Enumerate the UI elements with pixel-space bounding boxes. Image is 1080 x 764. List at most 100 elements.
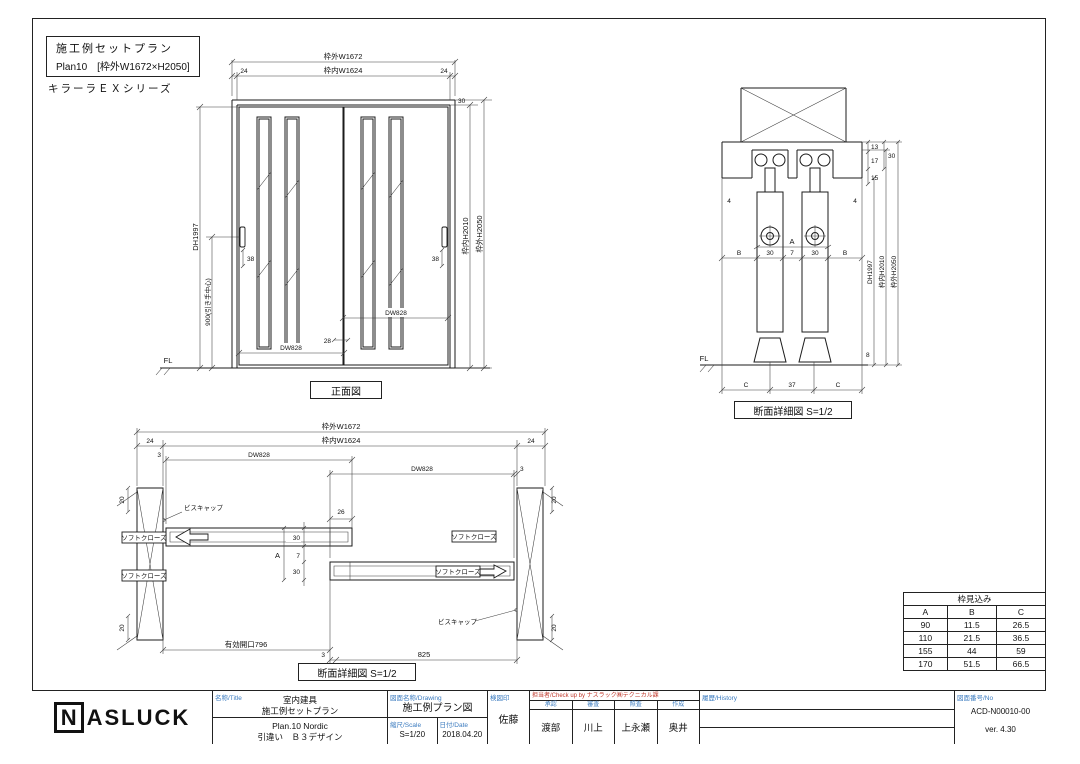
date-label: 日付/Date xyxy=(439,722,469,729)
screw-cap-label: ビスキャップ xyxy=(438,617,478,626)
dim-label: 24 xyxy=(440,68,448,75)
history-divider xyxy=(700,709,954,710)
staff-name: 奥井 xyxy=(668,723,688,734)
plan-title: 施工例セットプラン xyxy=(56,43,173,55)
scale-value: S=1/20 xyxy=(399,730,426,739)
staff-cell: 担当者/Check up by ナスラック㈱テクニカル課 承認 渡部 審査 川上… xyxy=(529,691,699,744)
staff-role-label: 承認 xyxy=(530,701,572,710)
plan-section-dimensions: 枠外W1672 24 枠内W1624 24 3 DW828 DW828 3 26… xyxy=(119,421,558,659)
dim-label: 8 xyxy=(866,352,870,359)
frame-depth-table: 枠見込み A B C 90 11.5 26.5 110 21.5 36.5 15… xyxy=(903,592,1047,671)
spec-cell: 90 xyxy=(903,618,948,632)
spec-table-title: 枠見込み xyxy=(903,592,1046,606)
dim-label: 枠外W1672 xyxy=(324,51,363,61)
dim-label: A xyxy=(789,237,794,246)
vertical-section-dimensions: 13 17 15 30 4 4 B 30 7 30 B A DH1997 枠内H… xyxy=(700,144,898,389)
spec-cell: 21.5 xyxy=(946,631,997,645)
check-cell: 検図印 佐藤 xyxy=(487,691,529,744)
dim-label: 825 xyxy=(418,650,431,659)
staff-header: 担当者/Check up by ナスラック㈱テクニカル課 xyxy=(530,691,699,701)
spec-cell: 155 xyxy=(903,644,948,658)
product-category: 室内建具 xyxy=(282,694,317,705)
spec-cell: 170 xyxy=(903,657,948,671)
staff-name: 上永瀬 xyxy=(621,723,650,734)
soft-close-label: ソフトクローズ xyxy=(435,567,481,576)
staff-column: 作成 奥井 xyxy=(656,701,699,744)
spec-col-header: B xyxy=(946,605,997,619)
dim-label: C xyxy=(744,382,749,389)
dim-label: DW828 xyxy=(248,452,270,459)
dim-label: 枠外H2050 xyxy=(889,256,898,289)
table-row: 110 21.5 36.5 xyxy=(903,631,1047,645)
front-view-linework xyxy=(155,58,492,376)
history-cell: 履歴/History xyxy=(699,691,954,744)
door-handle xyxy=(239,226,246,248)
spec-cell: 11.5 xyxy=(946,618,997,632)
drawing-name: 施工例プラン図 xyxy=(402,703,473,714)
dim-label: 37 xyxy=(788,382,796,389)
dim-label: 4 xyxy=(727,198,731,205)
table-row: 170 51.5 66.5 xyxy=(903,657,1047,671)
dim-label: 枠内H2010 xyxy=(877,256,886,289)
spec-col-header: C xyxy=(995,605,1047,619)
floor-level-label: FL xyxy=(700,354,709,363)
dim-label: 4 xyxy=(853,198,857,205)
staff-role-label: 照査 xyxy=(615,701,657,710)
table-row: 90 11.5 26.5 xyxy=(903,618,1047,632)
dim-label: 26 xyxy=(337,509,345,516)
dim-label: 17 xyxy=(871,158,879,165)
dim-label: 24 xyxy=(146,438,154,445)
plan-subtitle: Plan10 [枠外W1672×H2050] xyxy=(56,62,190,73)
history-label: 履歴/History xyxy=(702,695,738,702)
dim-label: B xyxy=(843,250,847,257)
dim-label: 28 xyxy=(324,338,332,345)
dim-label: DW828 xyxy=(385,310,407,317)
front-view-dimensions: 枠外W1672 24 枠内W1624 24 30 枠内H2010 枠外H2050… xyxy=(164,51,484,365)
spec-cell: 110 xyxy=(903,631,948,645)
screw-cap-label: ビスキャップ xyxy=(184,503,224,512)
dim-label: 3 xyxy=(157,452,161,459)
scale-label: 縮尺/Scale xyxy=(390,722,422,729)
title-cell: 名称/Title 室内建具 施工例セットプラン Plan.10 Nordic 引… xyxy=(212,691,387,744)
dim-label: 900(引き手中心) xyxy=(203,278,212,326)
dim-label: 20 xyxy=(119,624,126,632)
dim-label: 24 xyxy=(240,68,248,75)
checker-name: 佐藤 xyxy=(498,715,519,726)
plan-section-linework xyxy=(116,428,564,664)
dim-label: 枠外W1672 xyxy=(322,421,361,431)
dim-label: 枠外H2050 xyxy=(474,215,484,252)
dim-label: DH1997 xyxy=(867,260,874,284)
dim-label: 3 xyxy=(520,466,524,473)
drawing-cell: 図面名称/Drawing 施工例プラン図 縮尺/Scale S=1/20 日付/… xyxy=(387,691,487,744)
dim-label: 30 xyxy=(293,535,301,542)
drawing-label: 図面名称/Drawing xyxy=(390,695,442,702)
version-number: ver. 4.30 xyxy=(985,725,1016,734)
logo-text: ASLUCK xyxy=(86,704,191,730)
dim-label: 有効開口796 xyxy=(225,639,268,649)
soft-close-label-box xyxy=(121,569,167,582)
dim-label: 13 xyxy=(871,144,879,151)
staff-column: 承認 渡部 xyxy=(530,701,572,744)
spec-col-header: A xyxy=(903,605,948,619)
soft-close-arrow xyxy=(175,528,209,546)
soft-close-label: ソフトクローズ xyxy=(451,532,497,541)
dim-label: DW828 xyxy=(411,466,433,473)
soft-close-label-box xyxy=(435,565,481,578)
vertical-section-caption: 断面詳細図 S=1/2 xyxy=(734,401,852,419)
staff-role-label: 作成 xyxy=(657,701,699,710)
plan-model: Plan.10 Nordic xyxy=(272,720,328,731)
company-logo: N ASLUCK xyxy=(32,691,212,744)
staff-column: 審査 川上 xyxy=(571,701,614,744)
door-handle xyxy=(441,226,448,248)
spec-cell: 59 xyxy=(995,644,1047,658)
spec-cell: 36.5 xyxy=(995,631,1047,645)
dim-label: 15 xyxy=(871,175,879,182)
dim-label: 30 xyxy=(766,250,774,257)
drawing-number-cell: 図面番号/No ACD-N00010-00 ver. 4.30 xyxy=(954,691,1046,744)
dim-label: 30 xyxy=(888,153,896,160)
spec-cell: 44 xyxy=(946,644,997,658)
dim-label: 7 xyxy=(296,553,300,560)
dim-label: 30 xyxy=(293,569,301,576)
series-name: キラーラＥＸシリーズ xyxy=(48,83,173,95)
